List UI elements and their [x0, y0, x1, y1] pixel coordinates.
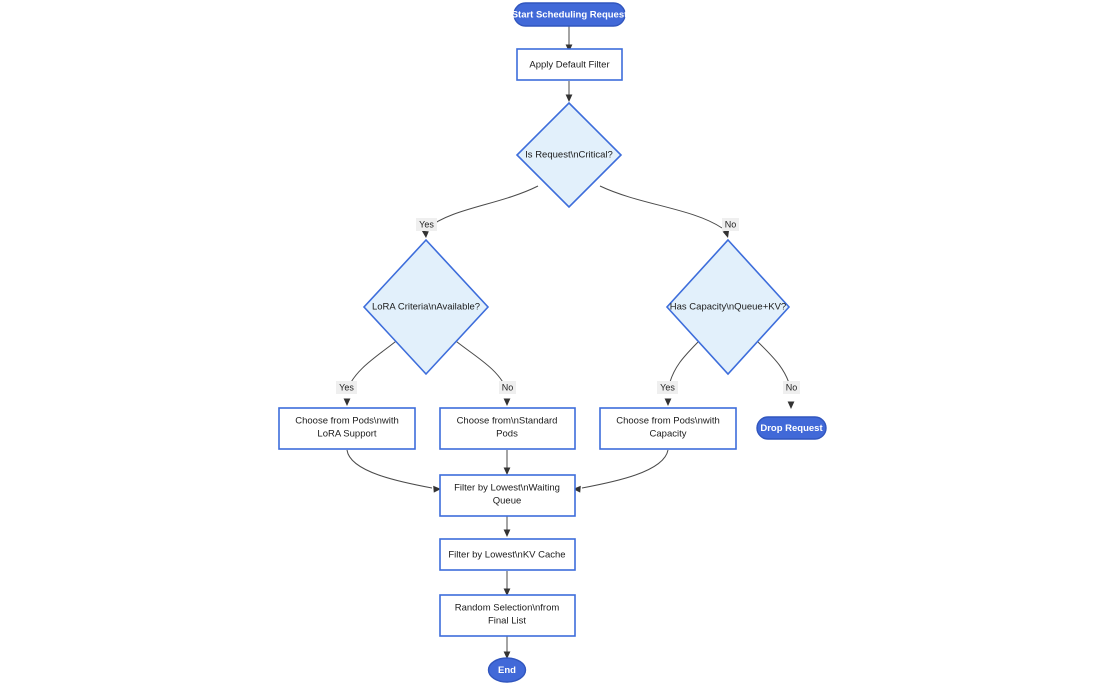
- filter-queue-node-label-line1: Filter by Lowest\nWaiting: [454, 483, 560, 494]
- edge-has-capacity-to-choose-capacity: [664, 337, 703, 406]
- is-critical-node-label: Is Request\nCritical?: [525, 150, 613, 161]
- lora-criteria-node-shape[interactable]: [362, 238, 490, 376]
- choose-standard-node-label-line2: Pods: [496, 429, 518, 440]
- edge-apply-filter-to-is-critical: [565, 81, 573, 102]
- apply-filter-node-label: Apply Default Filter: [529, 60, 609, 71]
- drop-request-node-shape[interactable]: [756, 416, 827, 440]
- random-selection-node-shape[interactable]: [439, 594, 576, 637]
- node-end[interactable]: End: [487, 657, 527, 683]
- has-capacity-node-shape[interactable]: [665, 238, 791, 376]
- critical-yes-label-text: Yes: [419, 219, 434, 229]
- start-node-label: Start Scheduling Request: [512, 10, 628, 21]
- capacity-yes-label-bg: [657, 381, 678, 394]
- random-selection-node-label-line2: Final List: [488, 616, 526, 627]
- has-capacity-node-label: Has Capacity\nQueue+KV?: [670, 302, 786, 313]
- filter-kv-node-shape[interactable]: [439, 538, 576, 571]
- capacity-no-label-text: No: [786, 382, 798, 392]
- node-filter-waiting-queue[interactable]: Filter by Lowest\nWaiting Queue: [439, 474, 576, 517]
- node-start[interactable]: Start Scheduling Request: [512, 2, 628, 27]
- node-random-selection[interactable]: Random Selection\nfrom Final List: [439, 594, 576, 637]
- node-layer: Start Scheduling Request Apply Default F…: [278, 2, 827, 683]
- node-choose-standard-pods[interactable]: Choose from\nStandard Pods: [439, 407, 576, 450]
- capacity-yes-label-text: Yes: [660, 382, 675, 392]
- edge-filter-queue-to-filter-kv: [503, 516, 511, 537]
- edge-lora-criteria-to-choose-lora: [343, 337, 401, 406]
- edge-label-capacity-no: No: [783, 381, 800, 394]
- end-node-shape[interactable]: [487, 657, 527, 683]
- node-drop-request[interactable]: Drop Request: [756, 416, 827, 440]
- edge-choose-standard-to-filter-queue: [503, 450, 511, 475]
- edge-label-critical-no: No: [722, 218, 739, 231]
- edge-label-layer: Yes No Yes No Yes No: [336, 218, 800, 394]
- capacity-no-label-bg: [783, 381, 800, 394]
- critical-no-label-text: No: [725, 219, 737, 229]
- edge-lora-criteria-to-choose-standard: [451, 337, 511, 406]
- edge-filter-kv-to-random-selection: [503, 571, 511, 596]
- node-choose-capacity-pods[interactable]: Choose from Pods\nwith Capacity: [599, 407, 737, 450]
- random-selection-node-label-line1: Random Selection\nfrom: [455, 603, 560, 614]
- choose-standard-node-label-line1: Choose from\nStandard: [457, 416, 558, 427]
- drop-request-node-label: Drop Request: [760, 423, 823, 434]
- end-node-label: End: [498, 665, 516, 676]
- start-node-shape[interactable]: [513, 2, 626, 27]
- edge-is-critical-to-lora-criteria: [421, 185, 539, 238]
- choose-capacity-node-shape[interactable]: [599, 407, 737, 450]
- filter-kv-node-label: Filter by Lowest\nKV Cache: [448, 550, 565, 561]
- edge-choose-capacity-to-filter-queue: [573, 449, 669, 493]
- filter-queue-node-shape[interactable]: [439, 474, 576, 517]
- edge-label-lora-no: No: [499, 381, 516, 394]
- choose-lora-node-label-line1: Choose from Pods\nwith: [295, 416, 399, 427]
- lora-no-label-text: No: [502, 382, 514, 392]
- lora-criteria-node-label: LoRA Criteria\nAvailable?: [372, 302, 480, 313]
- apply-filter-node-shape[interactable]: [516, 48, 623, 81]
- critical-no-label-bg: [722, 218, 739, 231]
- edge-random-selection-to-end: [503, 636, 511, 659]
- node-filter-kv-cache[interactable]: Filter by Lowest\nKV Cache: [439, 538, 576, 571]
- choose-capacity-node-label-line1: Choose from Pods\nwith: [616, 416, 720, 427]
- choose-lora-node-shape[interactable]: [278, 407, 416, 450]
- node-lora-criteria-available[interactable]: LoRA Criteria\nAvailable?: [362, 238, 490, 376]
- edge-is-critical-to-has-capacity: [599, 185, 730, 238]
- filter-queue-node-label-line2: Queue: [493, 496, 522, 507]
- choose-capacity-node-label-line2: Capacity: [650, 429, 687, 440]
- edge-choose-lora-to-filter-queue: [346, 449, 441, 493]
- choose-lora-node-label-line2: LoRA Support: [317, 429, 377, 440]
- edge-label-lora-yes: Yes: [336, 381, 357, 394]
- node-is-request-critical[interactable]: Is Request\nCritical?: [515, 101, 623, 209]
- edge-start-to-apply-filter: [565, 26, 573, 52]
- is-critical-node-shape[interactable]: [515, 101, 623, 209]
- node-has-capacity[interactable]: Has Capacity\nQueue+KV?: [665, 238, 791, 376]
- lora-yes-label-bg: [336, 381, 357, 394]
- node-choose-lora-pods[interactable]: Choose from Pods\nwith LoRA Support: [278, 407, 416, 450]
- node-apply-default-filter[interactable]: Apply Default Filter: [516, 48, 623, 81]
- edge-label-capacity-yes: Yes: [657, 381, 678, 394]
- critical-yes-label-bg: [416, 218, 437, 231]
- edge-has-capacity-to-drop-request: [753, 337, 795, 409]
- lora-yes-label-text: Yes: [339, 382, 354, 392]
- lora-no-label-bg: [499, 381, 516, 394]
- choose-standard-node-shape[interactable]: [439, 407, 576, 450]
- edge-label-critical-yes: Yes: [416, 218, 437, 231]
